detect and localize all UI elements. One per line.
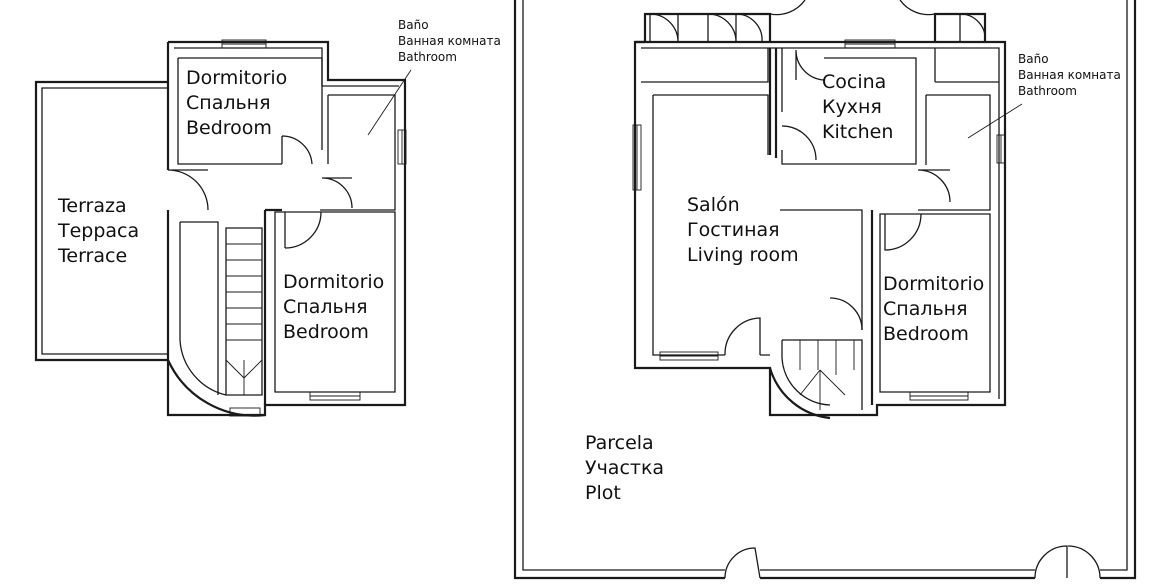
right-bathroom-walls (918, 94, 991, 211)
right-bedroom-walls (879, 213, 991, 393)
label-kitchen: Cocina Кухня Kitchen (822, 70, 893, 145)
left-bath-leader (367, 69, 412, 136)
door-bottom-bedroom (284, 211, 322, 249)
living-room-ru: Гостиная (687, 219, 780, 241)
left-spiral-inner (179, 339, 227, 396)
left-bathroom-es: Baño (398, 18, 429, 32)
left-top-bedroom-walls (177, 57, 323, 165)
left-bedroom-top-ru: Спальня (186, 92, 271, 114)
label-left-bedroom-top: Dormitorio Спальня Bedroom (186, 66, 287, 141)
left-windows (221, 39, 407, 417)
kitchen-walls (781, 48, 917, 165)
terrace-inner (41, 87, 168, 355)
terrace-es: Terraza (58, 195, 127, 217)
label-left-bathroom: Baño Ванная комната Bathroom (398, 17, 501, 65)
left-bathroom-en: Bathroom (398, 50, 457, 64)
right-bath-leader (967, 103, 1023, 139)
right-bedroom-es: Dormitorio (883, 273, 985, 295)
living-room-en: Living room (687, 244, 799, 266)
living-entry-door2 (829, 297, 863, 331)
right-bedroom-en: Bedroom (883, 323, 969, 345)
plot-gate (724, 547, 761, 579)
plot-gate-double (1034, 545, 1101, 579)
porch-doors (649, 13, 763, 43)
plot-boundary (513, 0, 1137, 580)
porch-arcs-top (769, 0, 936, 16)
door-bathroom (321, 177, 353, 209)
label-left-bedroom-bottom: Dormitorio Спальня Bedroom (283, 270, 384, 345)
kitchen-en: Kitchen (822, 121, 894, 143)
plot-ru: Участка (585, 457, 665, 479)
living-partition (768, 48, 778, 158)
label-living-room: Salón Гостиная Living room (687, 193, 799, 268)
kitchen-es: Cocina (822, 71, 887, 93)
right-porch-room (641, 48, 999, 83)
right-spiral-inner (781, 357, 831, 406)
right-windows (632, 39, 1006, 401)
plot-boundary-inner (522, 0, 1128, 571)
left-bathroom-ru: Ванная комната (398, 34, 501, 48)
left-bottom-bedroom-walls (274, 211, 396, 393)
living-room-es: Salón (687, 194, 740, 216)
living-entry-door (724, 317, 761, 356)
plot-es: Parcela (585, 432, 654, 454)
terrace-en: Terrace (58, 245, 128, 267)
left-bathroom-walls (320, 94, 396, 211)
left-bedroom-top-es: Dormitorio (186, 67, 288, 89)
door-terrace (167, 169, 209, 211)
kitchen-door2 (781, 125, 817, 161)
left-spiral-outer (166, 359, 266, 417)
label-right-bedroom: Dormitorio Спальня Bedroom (883, 272, 984, 347)
left-partition (263, 208, 282, 405)
kitchen-door (795, 49, 825, 81)
right-door-tr (959, 13, 986, 43)
terrace-ru: Терраса (58, 220, 140, 242)
label-terrace: Terraza Терраса Terrace (58, 194, 139, 269)
right-bathroom-es: Baño (1018, 52, 1049, 66)
kitchen-ru: Кухня (822, 96, 882, 118)
living-room-walls (652, 94, 863, 356)
right-spiral-outer (768, 367, 831, 420)
right-plan (513, 0, 1137, 580)
left-bedroom-bottom-ru: Спальня (283, 296, 368, 318)
plot-en: Plot (585, 482, 621, 504)
right-outer-wall-inner (641, 47, 1000, 399)
left-stair-box (225, 227, 263, 396)
left-bedroom-top-en: Bedroom (186, 117, 272, 139)
right-stair-box (781, 339, 863, 410)
left-stair-walls (179, 221, 219, 395)
right-bathroom-en: Bathroom (1018, 84, 1077, 98)
right-bath-door (917, 169, 951, 203)
terrace-outline (34, 80, 168, 362)
left-bedroom-bottom-es: Dormitorio (283, 271, 385, 293)
left-plan (34, 39, 412, 417)
left-stair-treads (225, 243, 263, 395)
right-bedroom-door (884, 213, 922, 251)
left-bedroom-bottom-en: Bedroom (283, 321, 369, 343)
door-top-bedroom (281, 135, 313, 165)
left-outer-wall (166, 40, 407, 417)
label-plot: Parcela Участка Plot (585, 431, 664, 506)
right-bedroom-ru: Спальня (883, 298, 968, 320)
right-bathroom-ru: Ванная комната (1018, 68, 1121, 82)
label-right-bathroom: Baño Ванная комната Bathroom (1018, 51, 1121, 99)
